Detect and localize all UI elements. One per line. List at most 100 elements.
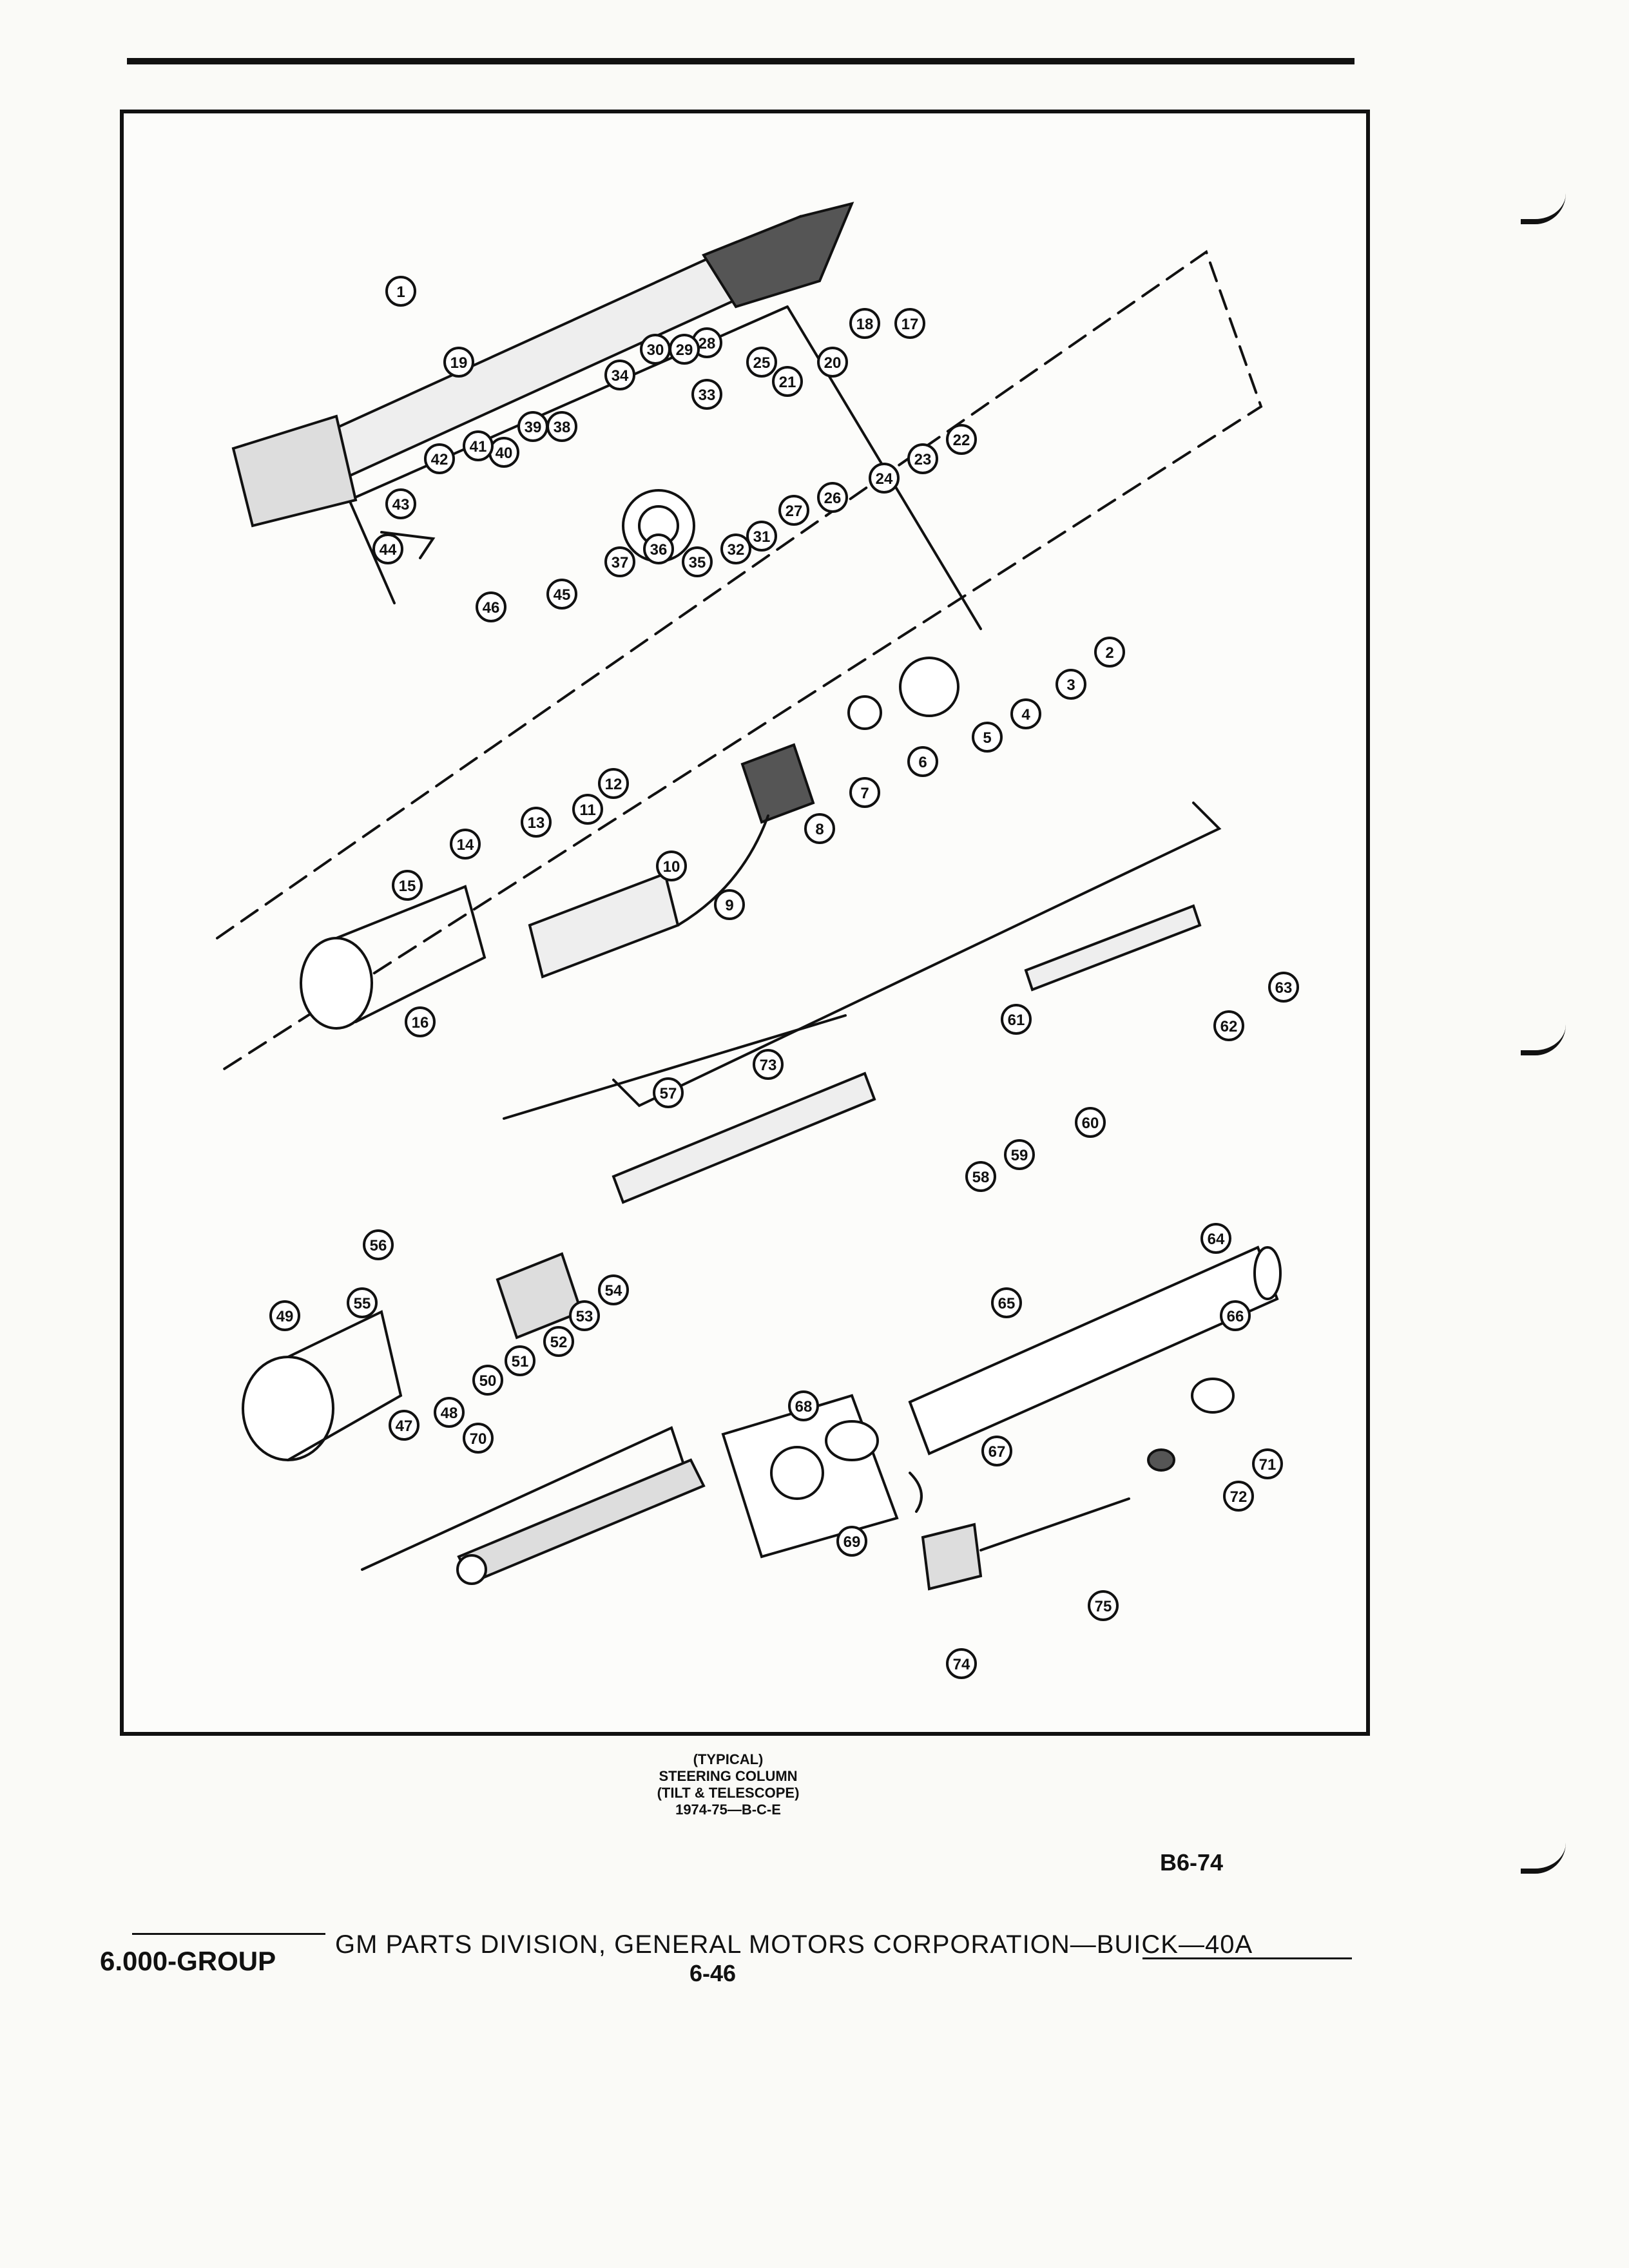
callout-label: 72 (1230, 1488, 1248, 1506)
callout-59: 59 (1004, 1139, 1035, 1170)
callout-circle (849, 777, 880, 808)
callout-label: 60 (1082, 1115, 1099, 1132)
margin-mark (1521, 193, 1566, 224)
callout-9: 9 (714, 889, 745, 920)
callout-50: 50 (472, 1365, 503, 1396)
callout-14: 14 (450, 829, 481, 860)
callout-label: 55 (354, 1295, 371, 1312)
callout-circle (546, 579, 577, 610)
callout-label: 28 (699, 335, 716, 352)
callout-71: 71 (1252, 1448, 1283, 1479)
callout-label: 47 (396, 1418, 413, 1435)
caption-line-3: (TILT & TELESCOPE) (657, 1785, 800, 1801)
callout-label: 35 (689, 554, 706, 572)
callout-55: 55 (347, 1287, 378, 1318)
callout-12: 12 (598, 768, 629, 799)
callout-label: 49 (276, 1308, 294, 1325)
callout-circle (972, 722, 1003, 753)
callout-58: 58 (965, 1161, 996, 1192)
callout-label: 46 (483, 599, 500, 617)
callout-24: 24 (869, 463, 900, 494)
callout-label: 29 (676, 341, 693, 359)
callout-circle (598, 768, 629, 799)
callout-16: 16 (405, 1006, 436, 1037)
callout-circle (746, 521, 777, 552)
turn-signal-switch-8 (740, 743, 815, 824)
callout-label: 16 (412, 1014, 429, 1032)
callout-circle (788, 1390, 819, 1421)
callout-circle (656, 850, 687, 881)
housing-cover-body (335, 885, 487, 1023)
callout-19: 19 (443, 347, 474, 378)
callout-circle (1004, 1139, 1035, 1170)
callout-48: 48 (434, 1397, 465, 1428)
callout-circle (392, 870, 423, 901)
callout-circle (753, 1049, 784, 1080)
switch-wire-harness (677, 814, 769, 927)
housing-cover-16 (300, 937, 373, 1030)
callout-circle (640, 334, 671, 365)
callout-label: 19 (450, 354, 468, 372)
callout-label: 36 (650, 541, 668, 559)
lower-shaft-70 (457, 1458, 706, 1584)
callout-circle (1055, 669, 1086, 700)
callout-label: 2 (1105, 644, 1113, 662)
callout-label: 70 (470, 1430, 487, 1448)
lower-shaft-yoke (456, 1554, 487, 1585)
shroud-body (287, 1310, 403, 1461)
callout-27: 27 (778, 495, 809, 526)
callout-52: 52 (543, 1326, 574, 1357)
lower-bracket-74 (921, 1523, 983, 1591)
callout-label: 62 (1220, 1018, 1238, 1035)
callout-circle (604, 546, 635, 577)
callout-8: 8 (804, 813, 835, 844)
caption-line-2: STEERING COLUMN (659, 1768, 798, 1784)
callout-label: 69 (843, 1533, 861, 1551)
callout-circle (372, 533, 403, 564)
callout-label: 12 (605, 776, 622, 793)
callout-17: 17 (894, 308, 925, 339)
callout-70: 70 (463, 1423, 494, 1454)
callout-69: 69 (836, 1526, 867, 1557)
callout-circle (946, 1648, 977, 1679)
callout-36: 36 (643, 533, 674, 564)
callout-1: 1 (385, 276, 416, 307)
callout-44: 44 (372, 533, 403, 564)
callout-label: 32 (728, 541, 745, 559)
callout-circle (981, 1436, 1012, 1466)
callout-15: 15 (392, 870, 423, 901)
upper-shaft-57 (612, 1072, 876, 1204)
callout-label: 73 (760, 1057, 777, 1074)
callout-32: 32 (720, 533, 751, 564)
callout-circle (682, 546, 713, 577)
column-lower-bracket (231, 414, 358, 528)
caption-line-1: (TYPICAL) (693, 1751, 764, 1767)
callout-label: 23 (914, 451, 932, 468)
callout-33: 33 (691, 379, 722, 410)
callout-3: 3 (1055, 669, 1086, 700)
callout-label: 26 (824, 490, 842, 507)
group-label: 6.000-GROUP (100, 1946, 276, 1976)
callout-circle (363, 1229, 394, 1260)
retainer-71 (1191, 1378, 1235, 1414)
lower-shaft-extension (979, 1497, 1130, 1552)
callout-circle (907, 746, 938, 777)
callout-circle (385, 488, 416, 519)
callout-label: 20 (824, 354, 842, 372)
callout-circle (836, 1526, 867, 1557)
callout-63: 63 (1268, 972, 1299, 1003)
callout-13: 13 (521, 807, 552, 838)
callout-label: 44 (380, 541, 397, 559)
callout-circle (1088, 1590, 1119, 1621)
callout-circle (849, 308, 880, 339)
callout-circle (869, 463, 900, 494)
bracket-57 (503, 1014, 847, 1120)
callout-31: 31 (746, 521, 777, 552)
callout-circle (991, 1287, 1022, 1318)
shaft-62 (1024, 904, 1202, 992)
callout-label: 43 (392, 496, 410, 514)
jacket-end (1253, 1246, 1282, 1300)
wire-cover-9 (528, 872, 680, 979)
callout-circle (434, 1397, 465, 1428)
callout-label: 45 (554, 586, 571, 604)
